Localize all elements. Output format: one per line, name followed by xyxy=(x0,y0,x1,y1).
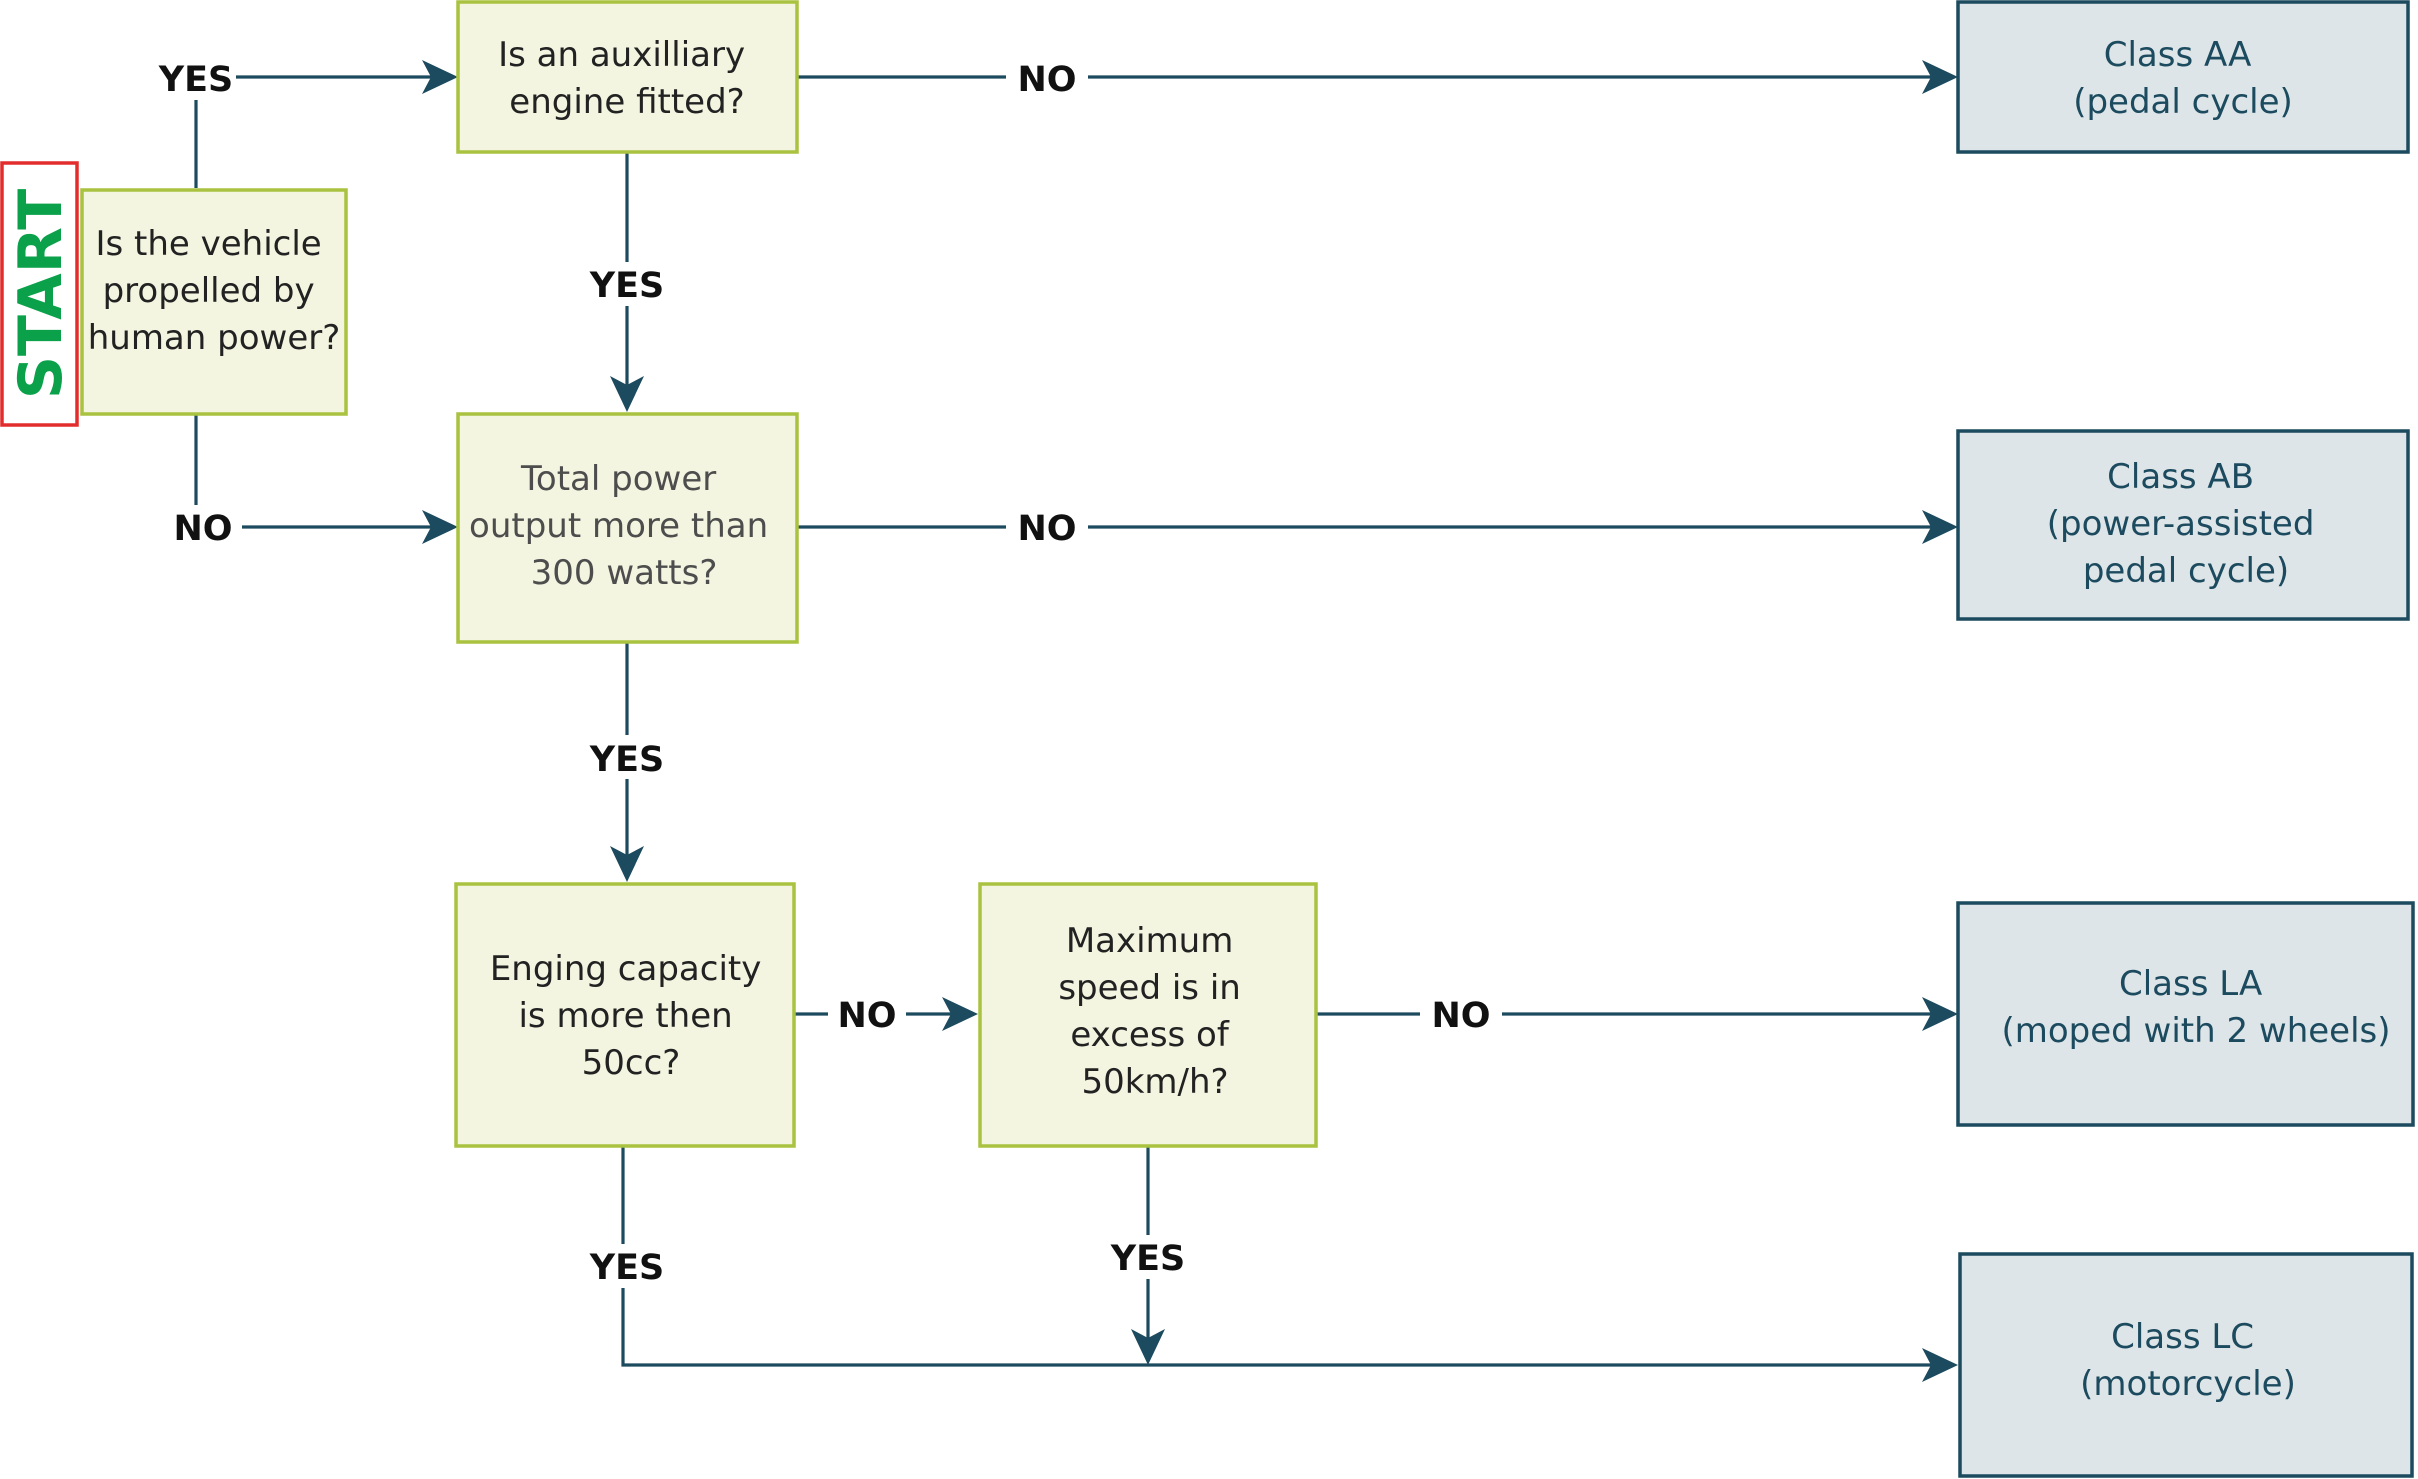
question-engine-capacity-line: is more then xyxy=(518,996,732,1036)
svg-text:Class LC (motorcycle): Class LC (motorcycle) xyxy=(2080,1317,2296,1404)
connectors xyxy=(194,75,1940,1367)
question-human-power-line: Is the vehicle xyxy=(95,224,321,264)
question-human-power-line: propelled by xyxy=(103,271,315,311)
label-capacity-no: NO xyxy=(837,996,896,1036)
question-power-output-line: Total power xyxy=(520,459,716,499)
arrowhead-to-class-la xyxy=(1922,997,1958,1031)
question-engine-capacity-line: 50cc? xyxy=(582,1043,681,1083)
question-aux-engine-line: engine fitted? xyxy=(509,82,744,122)
class-la: Class LA (moped with 2 wheels) xyxy=(1956,901,2415,1127)
class-ab: Class AB (power-assisted pedal cycle) xyxy=(1956,429,2410,621)
svg-text:Class LA (moped with 2 w: Class LA (moped with 2 wheels) xyxy=(2001,964,2390,1051)
question-max-speed: Maximum speed is in excess of 50km/h? xyxy=(978,882,1318,1148)
label-aux-no: NO xyxy=(1017,60,1076,100)
class-aa: Class AA (pedal cycle) xyxy=(1956,0,2410,154)
start-label: START xyxy=(6,189,76,399)
arrowhead-to-class-lc xyxy=(1922,1348,1958,1382)
question-engine-capacity-line: Enging capacity xyxy=(490,949,762,989)
start-box xyxy=(0,161,79,427)
question-max-speed-line: 50km/h? xyxy=(1081,1062,1228,1102)
start-node: START xyxy=(0,161,79,427)
class-aa-line: Class AA xyxy=(2104,35,2252,75)
arrowheads xyxy=(422,60,1958,1382)
question-power-output-line: 300 watts? xyxy=(531,553,718,593)
svg-text:Enging capacity is more: Enging capacity is more then 50cc? xyxy=(490,949,772,1083)
class-aa-line: (pedal cycle) xyxy=(2073,82,2293,122)
arrowhead-to-aux-engine xyxy=(422,60,458,94)
arrowhead-to-class-aa xyxy=(1922,60,1958,94)
svg-text:Total power output more: Total power output more than 300 watts? xyxy=(469,459,779,593)
question-aux-engine: Is an auxilliary engine fitted? xyxy=(456,0,799,154)
arrowhead-speed-yes xyxy=(1131,1329,1165,1365)
question-engine-capacity: Enging capacity is more then 50cc? xyxy=(454,882,796,1148)
label-capacity-yes: YES xyxy=(589,1248,664,1288)
svg-text:Class AA (pedal cycle): Class AA (pedal cycle) xyxy=(2073,35,2293,122)
question-power-output-line: output more than xyxy=(469,506,768,546)
label-human-yes: YES xyxy=(158,60,233,100)
class-lc-line: Class LC xyxy=(2111,1317,2254,1357)
arrowhead-aux-to-power xyxy=(610,376,644,412)
arrowhead-to-max-speed xyxy=(942,997,978,1031)
class-ab-line: Class AB xyxy=(2107,457,2254,497)
arrowhead-power-to-capacity xyxy=(610,846,644,882)
question-max-speed-line: speed is in xyxy=(1058,968,1240,1008)
question-aux-engine-line: Is an auxilliary xyxy=(498,35,745,75)
edge-labels: YES NO NO YES NO YES NO NO YES YES xyxy=(158,56,1502,1288)
svg-text:Maximum speed is in: Maximum speed is in excess of 50km/h? xyxy=(1058,921,1251,1102)
label-power-yes: YES xyxy=(589,740,664,780)
label-speed-no: NO xyxy=(1431,996,1490,1036)
label-speed-yes: YES xyxy=(1110,1239,1185,1279)
class-la-line: (moped with 2 wheels) xyxy=(2001,1011,2390,1051)
question-power-output: Total power output more than 300 watts? xyxy=(456,412,799,644)
question-human-power: Is the vehicle propelled by human power? xyxy=(80,188,348,416)
question-human-power-line: human power? xyxy=(88,318,341,358)
class-lc: Class LC (motorcycle) xyxy=(1958,1252,2414,1478)
svg-text:Is an auxilliary engine: Is an auxilliary engine fitted? xyxy=(498,35,756,122)
edge-capacity-yes xyxy=(621,1146,1940,1367)
label-power-no: NO xyxy=(1017,509,1076,549)
label-aux-yes: YES xyxy=(589,266,664,306)
question-max-speed-line: Maximum xyxy=(1066,921,1234,961)
class-ab-line: (power-assisted xyxy=(2047,504,2315,544)
label-human-no: NO xyxy=(173,509,232,549)
arrowhead-to-class-ab xyxy=(1922,510,1958,544)
class-lc-line: (motorcycle) xyxy=(2080,1364,2296,1404)
svg-text:Class AB (power-assisted: Class AB (power-assisted pedal cycle) xyxy=(2047,457,2326,591)
class-ab-line: pedal cycle) xyxy=(2083,551,2289,591)
arrowhead-to-power-output xyxy=(422,510,458,544)
class-la-line: Class LA xyxy=(2119,964,2262,1004)
svg-text:Is the vehicle propelled: Is the vehicle propelled by human power? xyxy=(88,224,341,358)
question-max-speed-line: excess of xyxy=(1070,1015,1229,1055)
